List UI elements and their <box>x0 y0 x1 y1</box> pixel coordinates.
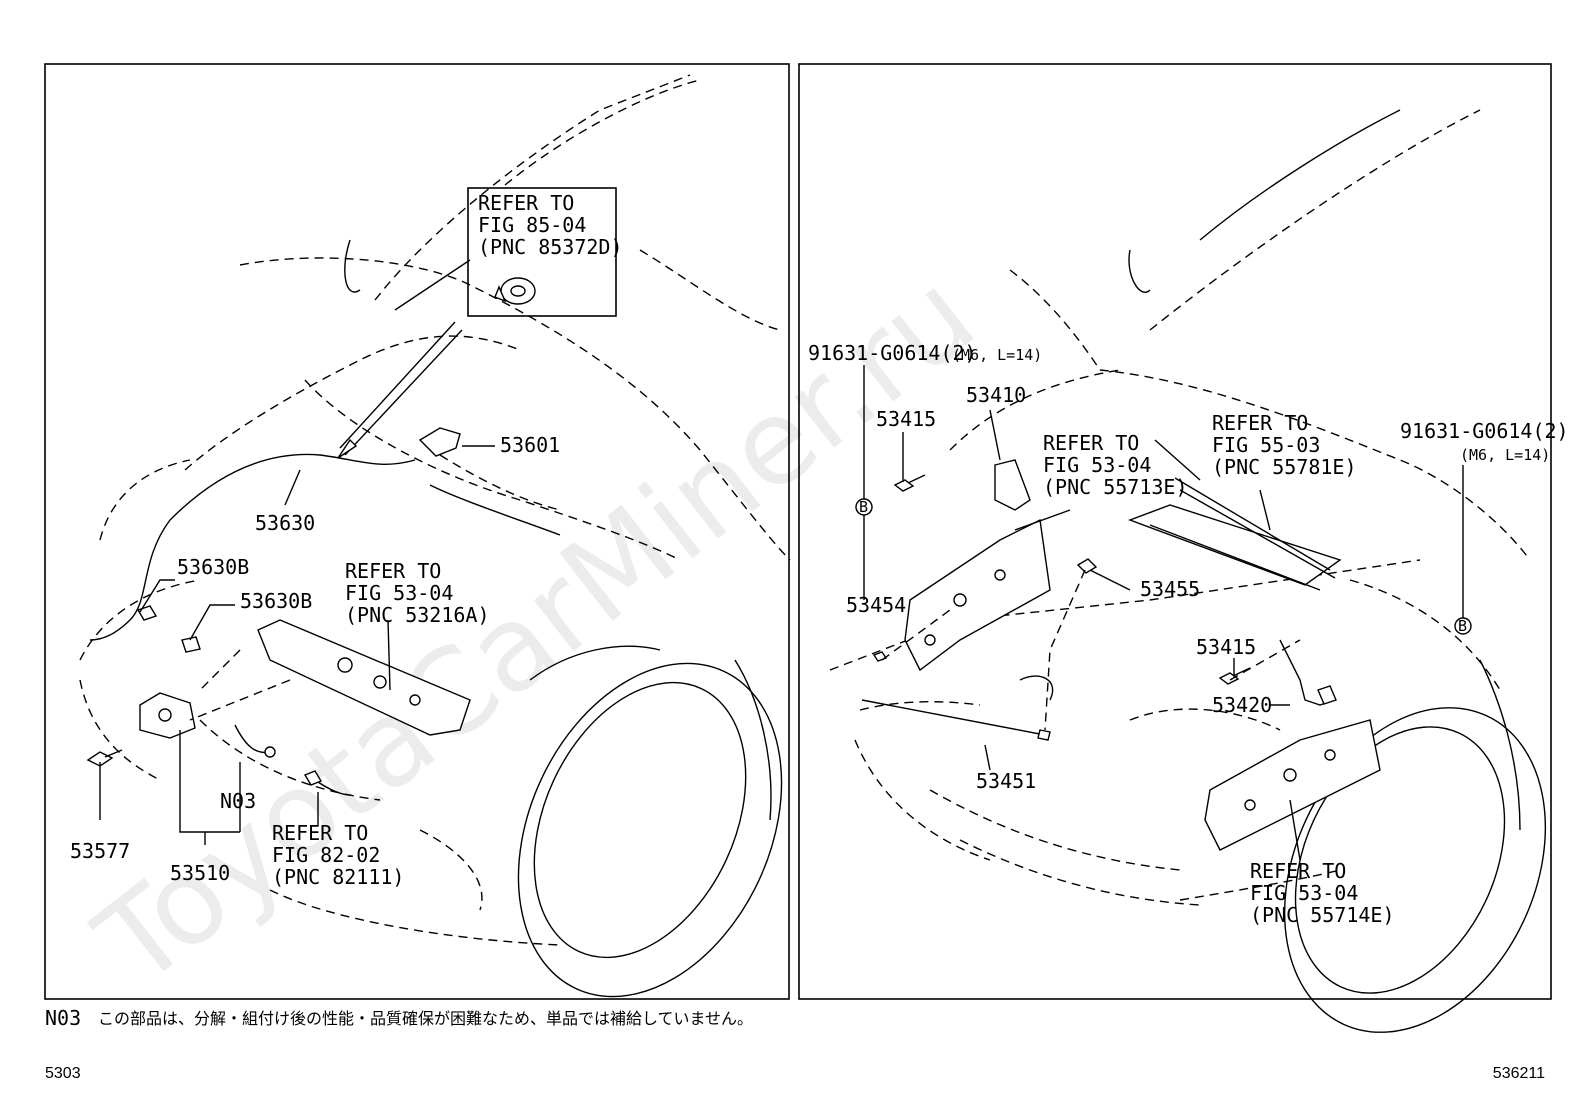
refer-box-line-3: (PNC 85372D) <box>478 235 623 259</box>
cowl-top-panel <box>1127 504 1342 586</box>
bolt-label-left: 91631-G0614(2) <box>808 341 977 365</box>
refer-box-line-1: REFER TO <box>478 191 574 215</box>
refer-53216a-line-2: FIG 53-04 <box>345 581 453 605</box>
footnote-text: この部品は、分解・組付け後の性能・品質確保が困難なため、単品では補給していません… <box>98 1009 753 1028</box>
part-label-53415-1: 53415 <box>876 407 936 431</box>
refer-55781e-line-3: (PNC 55781E) <box>1212 455 1357 479</box>
left-panel-frame <box>44 63 790 1000</box>
bolt-spec-right: (M6, L=14) <box>1460 446 1550 464</box>
left-car-outline <box>79 74 791 998</box>
right-panel-frame <box>798 63 1552 1000</box>
part-label-53630: 53630 <box>255 511 315 535</box>
refer-55714e-line-1: REFER TO <box>1250 859 1346 883</box>
bracket-53410 <box>994 459 1031 511</box>
footer-figure-number: 5303 <box>45 1065 81 1082</box>
part-label-53601: 53601 <box>500 433 560 457</box>
refer-55713e-line-1: REFER TO <box>1043 431 1139 455</box>
radiator-support <box>257 619 471 736</box>
bolt-53577 <box>86 751 114 767</box>
hood-support-clip <box>418 427 461 457</box>
refer-55781e-line-1: REFER TO <box>1212 411 1308 435</box>
part-label-53630b-2: 53630B <box>240 589 312 613</box>
refer-box-85372d <box>467 187 617 317</box>
marker-b-right-label: B <box>1458 617 1467 635</box>
refer-55714e-line-2: FIG 53-04 <box>1250 881 1358 905</box>
part-label-53510: 53510 <box>170 861 230 885</box>
refer-53216a-line-3: (PNC 53216A) <box>345 603 490 627</box>
part-label-53415-2: 53415 <box>1196 635 1256 659</box>
part-label-53420: 53420 <box>1212 693 1272 717</box>
footer-page-code: 536211 <box>1493 1065 1545 1082</box>
cable-clamp-1 <box>136 605 158 621</box>
refer-55713e-line-3: (PNC 55713E) <box>1043 475 1188 499</box>
hood-release-cable <box>89 453 416 641</box>
refer-53216a-line-1: REFER TO <box>345 559 441 583</box>
nut-53454 <box>872 651 888 662</box>
part-label-53454: 53454 <box>846 593 906 617</box>
hood-switch <box>234 724 271 754</box>
part-label-53455: 53455 <box>1140 577 1200 601</box>
cowl-brace-left <box>904 518 1051 672</box>
part-label-53410: 53410 <box>966 383 1026 407</box>
part-label-n03: N03 <box>220 789 256 813</box>
bolt-spec-left: (M6, L=14) <box>952 346 1042 364</box>
right-panel: B B 91631-G0614(2) (M6, L=14) 91631-G061… <box>798 63 1569 1033</box>
refer-82111-line-1: REFER TO <box>272 821 368 845</box>
refer-55714e-line-3: (PNC 55714E) <box>1250 903 1395 927</box>
refer-arrow <box>339 321 463 456</box>
refer-55713e-line-2: FIG 53-04 <box>1043 453 1151 477</box>
refer-box-line-2: FIG 85-04 <box>478 213 586 237</box>
grommet-insert <box>500 277 536 305</box>
footnote-code: N03 <box>45 1006 81 1030</box>
bolt-label-right: 91631-G0614(2) <box>1400 419 1569 443</box>
refer-82111-line-2: FIG 82-02 <box>272 843 380 867</box>
hood-lock <box>139 692 196 739</box>
part-label-53630b-1: 53630B <box>177 555 249 579</box>
part-label-53577: 53577 <box>70 839 130 863</box>
cowl-brace-right <box>1204 719 1381 851</box>
refer-82111-line-3: (PNC 82111) <box>272 865 404 889</box>
right-car-outline <box>829 109 1547 1033</box>
left-panel: REFER TO FIG 85-04 (PNC 85372D) 53601 53… <box>44 63 791 1000</box>
part-label-53451: 53451 <box>976 769 1036 793</box>
rod-holder-clip <box>1076 558 1098 574</box>
refer-55781e-line-2: FIG 55-03 <box>1212 433 1320 457</box>
hood-support-rod <box>861 699 1046 736</box>
marker-b-left-label: B <box>859 498 868 516</box>
